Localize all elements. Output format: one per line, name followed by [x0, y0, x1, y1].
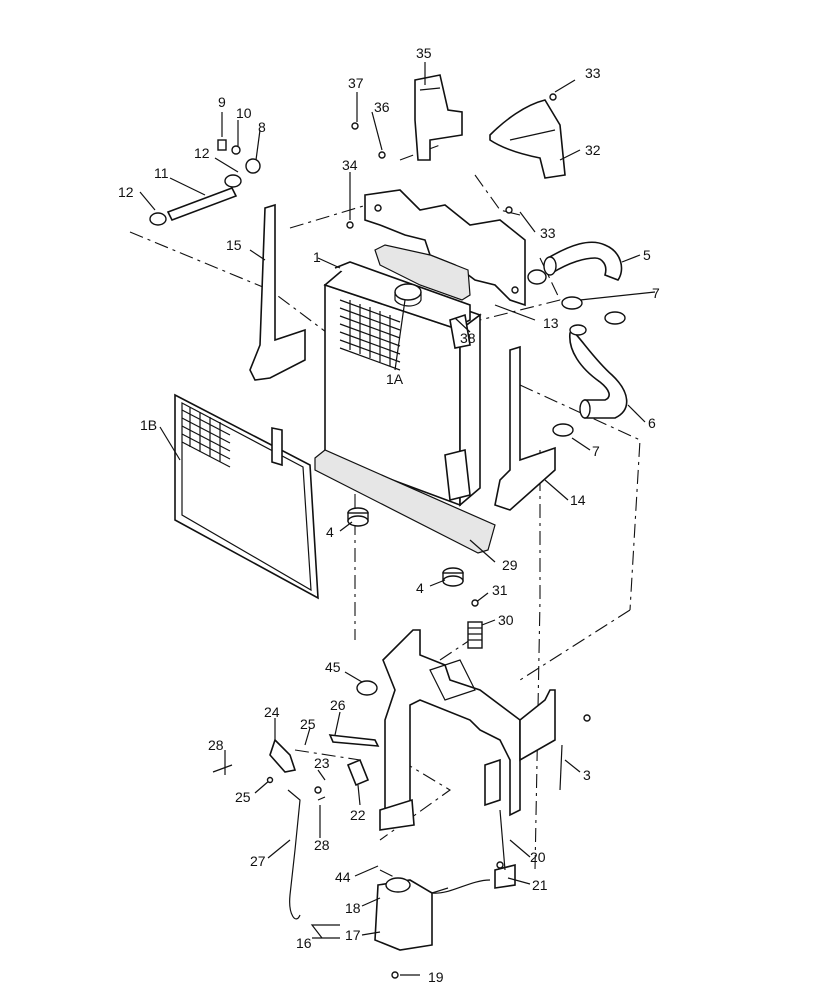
label-13: 13: [543, 315, 559, 331]
label-35: 35: [416, 45, 432, 61]
label-17: 17: [345, 927, 361, 943]
side-shroud-14: [494, 345, 556, 511]
label-25-upper: 25: [300, 716, 316, 732]
label-36: 36: [374, 99, 390, 115]
radiator-cap-1A: [394, 283, 422, 307]
label-5: 5: [643, 247, 651, 263]
label-9: 9: [218, 94, 226, 110]
foam-pad-29: [314, 449, 496, 554]
label-33-bottom: 33: [540, 225, 556, 241]
latch-22: [346, 758, 370, 787]
clamp-45: [356, 680, 378, 696]
hose-clamp-7: [527, 269, 626, 437]
label-38: 38: [460, 330, 476, 346]
label-30: 30: [498, 612, 514, 628]
fasteners: [212, 93, 591, 979]
label-4-upper: 4: [326, 524, 334, 540]
label-34: 34: [342, 157, 358, 173]
label-33-top: 33: [585, 65, 601, 81]
label-6: 6: [648, 415, 656, 431]
label-14: 14: [570, 492, 586, 508]
label-3: 3: [583, 767, 591, 783]
rubber-mount-4-upper: [347, 507, 369, 527]
label-15: 15: [226, 237, 242, 253]
shroud-bracket-32: [489, 99, 566, 179]
label-7-lower: 7: [592, 443, 600, 459]
label-1A: 1A: [386, 371, 404, 387]
label-45: 45: [325, 659, 341, 675]
label-7-upper: 7: [652, 285, 660, 301]
tie-strap-3: [559, 744, 563, 791]
linkage-bracket-24: [269, 738, 297, 773]
foam-seal-38: [374, 244, 471, 301]
label-25-lower: 25: [235, 789, 251, 805]
support-rod-11: [149, 139, 261, 226]
side-shroud-15: [249, 203, 306, 381]
label-18: 18: [345, 900, 361, 916]
label-26: 26: [330, 697, 346, 713]
shroud-bracket-35: [414, 74, 463, 161]
upper-hose-5: [543, 241, 623, 281]
lower-support-frame-20: [379, 629, 556, 889]
label-23: 23: [314, 755, 330, 771]
spring-30: [467, 621, 483, 649]
leader-lines: [139, 62, 656, 976]
label-12-upper: 12: [194, 145, 210, 161]
rod-26: [328, 734, 380, 747]
label-21: 21: [532, 877, 548, 893]
label-37: 37: [348, 75, 364, 91]
label-8: 8: [258, 119, 266, 135]
label-4-lower: 4: [416, 580, 424, 596]
label-31: 31: [492, 582, 508, 598]
label-1B: 1B: [140, 417, 157, 433]
prop-rod-27: [287, 789, 301, 920]
upper-shroud-plate: [364, 189, 526, 307]
radiator-screen-1B: [174, 393, 319, 600]
label-1: 1: [313, 249, 321, 265]
label-24: 24: [264, 704, 280, 720]
label-28-left: 28: [208, 737, 224, 753]
label-10: 10: [236, 105, 252, 121]
label-20: 20: [530, 849, 546, 865]
label-28-lower: 28: [314, 837, 330, 853]
label-32: 32: [585, 142, 601, 158]
label-27: 27: [250, 853, 266, 869]
label-22: 22: [350, 807, 366, 823]
label-19: 19: [428, 969, 444, 985]
label-16: 16: [296, 935, 312, 951]
rubber-mount-4-lower: [442, 567, 464, 587]
label-11: 11: [154, 165, 169, 181]
coolant-reservoir-16: [374, 877, 491, 951]
label-29: 29: [502, 557, 518, 573]
label-12-lower: 12: [118, 184, 134, 200]
part-labels: 35 33 37 36 32 9 10 8 12 11 12 34 33 15 …: [118, 45, 660, 985]
lower-hose-6: [569, 324, 628, 419]
label-44: 44: [335, 869, 351, 885]
